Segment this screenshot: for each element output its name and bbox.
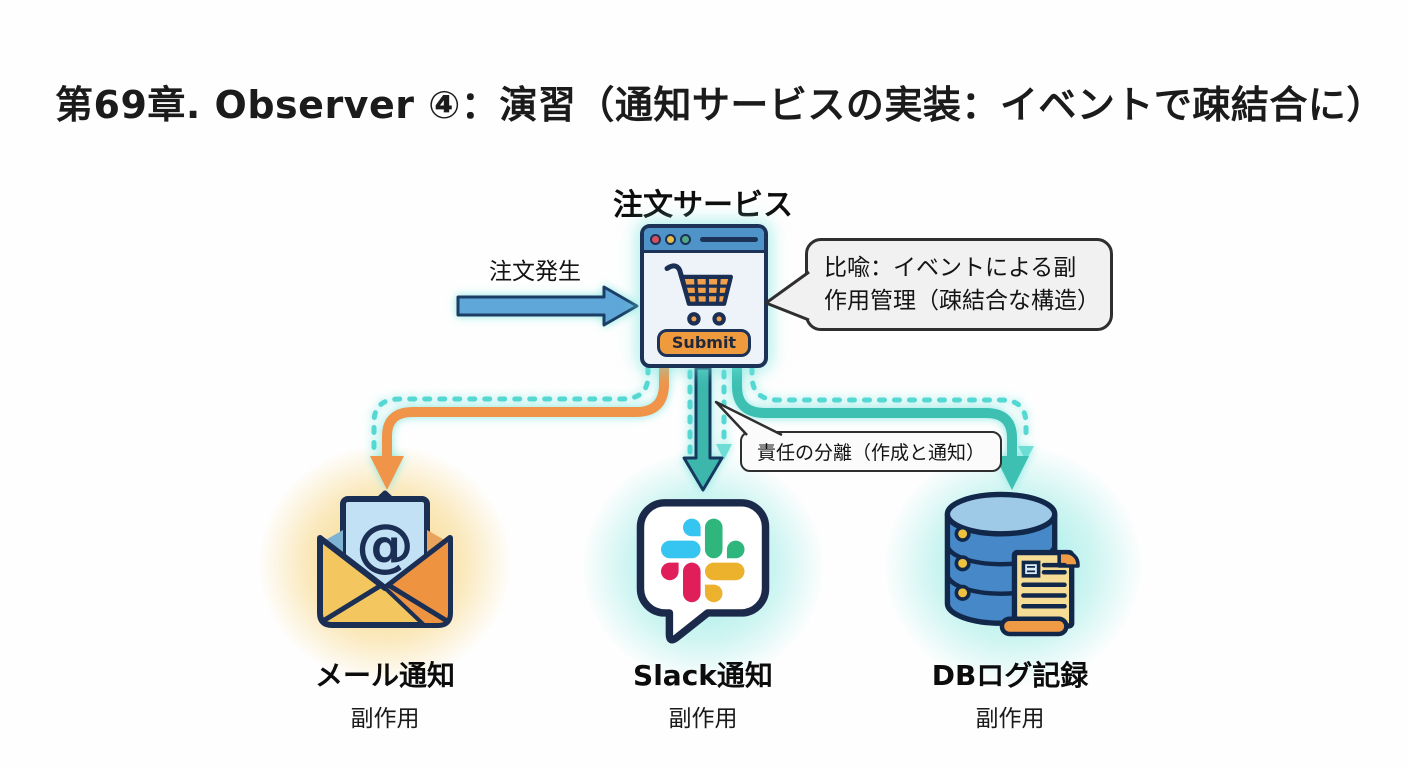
email-icon: @: [317, 490, 453, 628]
order-service-title: 注文サービス: [613, 188, 793, 223]
service-db: DBログ記録 副作用: [910, 484, 1110, 733]
order-event-label: 注文発生: [489, 259, 581, 285]
order-event-arrow: [456, 285, 639, 327]
submit-button: Submit: [656, 329, 752, 357]
metaphor-callout-tail: [764, 270, 810, 322]
service-slack-name: Slack通知: [633, 659, 773, 692]
metaphor-callout: 比喩：イベントによる副作用管理（疎結合な構造）: [805, 238, 1113, 332]
window-dot-yellow-icon: [665, 233, 676, 245]
service-db-subtitle: 副作用: [975, 706, 1045, 732]
shopping-cart-icon: [664, 263, 733, 326]
service-email-name: メール通知: [314, 659, 455, 692]
window-addressbar: [700, 236, 758, 242]
window-body: Submit: [644, 253, 764, 357]
service-email: @ メール通知 副作用: [285, 486, 485, 733]
email-connector-dashed: [371, 365, 651, 455]
service-email-subtitle: 副作用: [350, 706, 420, 732]
svg-text:@: @: [356, 511, 414, 579]
window-titlebar: [644, 228, 764, 253]
service-db-name: DBログ記録: [931, 659, 1089, 692]
order-service-window: Submit: [640, 224, 768, 368]
service-slack-subtitle: 副作用: [668, 706, 738, 732]
separation-callout: 責任の分離（作成と通知）: [740, 431, 1003, 472]
slack-icon: [636, 499, 770, 644]
window-dot-red-icon: [650, 233, 661, 245]
page-title: 第69章. Observer ④：演習（通知サービスの実装：イベントで疎結合に）: [55, 83, 1385, 127]
service-slack: Slack通知 副作用: [603, 492, 803, 733]
email-connector-solid: [382, 363, 669, 463]
database-icon: [944, 491, 1080, 637]
window-dot-green-icon: [680, 233, 691, 245]
